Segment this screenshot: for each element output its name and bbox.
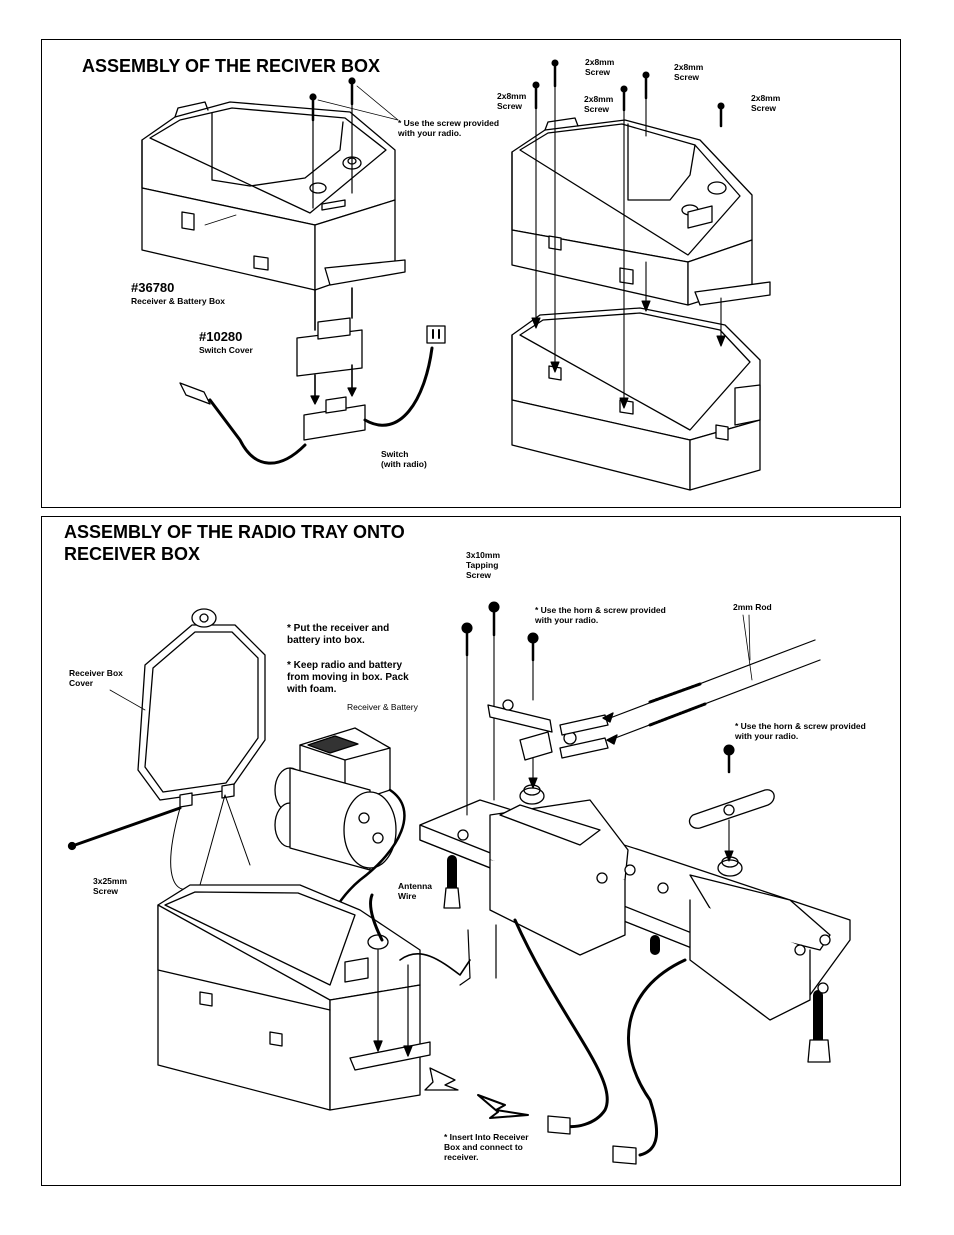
servo-horn-and-rods-illustration: [487, 614, 821, 829]
radio-tray-title-line-1: ASSEMBLY OF THE RADIO TRAY ONTO: [64, 522, 405, 542]
screw-label-5: 2x8mm Screw: [751, 93, 781, 113]
use-radio-screw-note: * Use the screw provided with your radio…: [398, 118, 500, 138]
screw-label-3: 2x8mm Screw: [497, 91, 527, 111]
antenna-wire-label: Antenna Wire: [398, 881, 432, 901]
long-screw-label: 3x25mm Screw: [93, 876, 128, 896]
receiver-box-cover-label: Receiver Box Cover: [69, 668, 123, 688]
receiver-battery-illustration: [274, 727, 406, 982]
switch-cover-illustration: [296, 287, 363, 405]
screws-left-group: [309, 77, 399, 209]
receiver-box-assembly-panel: [41, 39, 901, 508]
switch-label: Switch (with radio): [381, 449, 427, 469]
switch-cover-part-number: #10280: [199, 329, 243, 344]
instruction-pack-with-foam: * Keep radio and battery from moving in …: [287, 660, 409, 695]
instruction-put-receiver: * Put the receiver and battery into box.: [287, 623, 390, 646]
receiver-battery-box-illustration: [141, 101, 406, 291]
screws-right-group: [531, 59, 726, 409]
box-part-number: #36780: [131, 280, 175, 295]
screw-label-4: 2x8mm Screw: [584, 94, 614, 114]
box-part-name: Receiver & Battery Box: [131, 296, 226, 306]
switch-cover-part-name: Switch Cover: [199, 345, 253, 355]
rod-label: 2mm Rod: [733, 602, 772, 612]
assembled-receiver-box-illustration: [157, 884, 529, 1119]
insert-into-box-note: * Insert Into Receiver Box and connect t…: [444, 1132, 529, 1162]
radio-tray-assembly-panel: [41, 516, 901, 1186]
switch-illustration: [179, 325, 446, 465]
screw-label-1: 2x8mm Screw: [585, 57, 615, 77]
receiver-box-cover-illustration: [109, 608, 266, 808]
horn-screw-note-2: * Use the horn & screw provided with you…: [735, 721, 866, 741]
receiver-box-exploded-illustration: [511, 117, 771, 491]
radio-tray-title-line-2: RECEIVER BOX: [64, 544, 201, 564]
receiver-box-section-title: ASSEMBLY OF THE RECIVER BOX: [82, 56, 381, 76]
servo-wires-illustration: [459, 918, 687, 1165]
tapping-screw-label: 3x10mm Tapping Screw: [466, 550, 501, 580]
screw-label-2: 2x8mm Screw: [674, 62, 704, 82]
receiver-battery-label: Receiver & Battery: [347, 702, 418, 712]
horn-screw-note-1: * Use the horn & screw provided with you…: [535, 605, 666, 625]
tapping-screws-illustration: [461, 601, 735, 862]
radio-tray-illustration: [419, 784, 851, 1063]
